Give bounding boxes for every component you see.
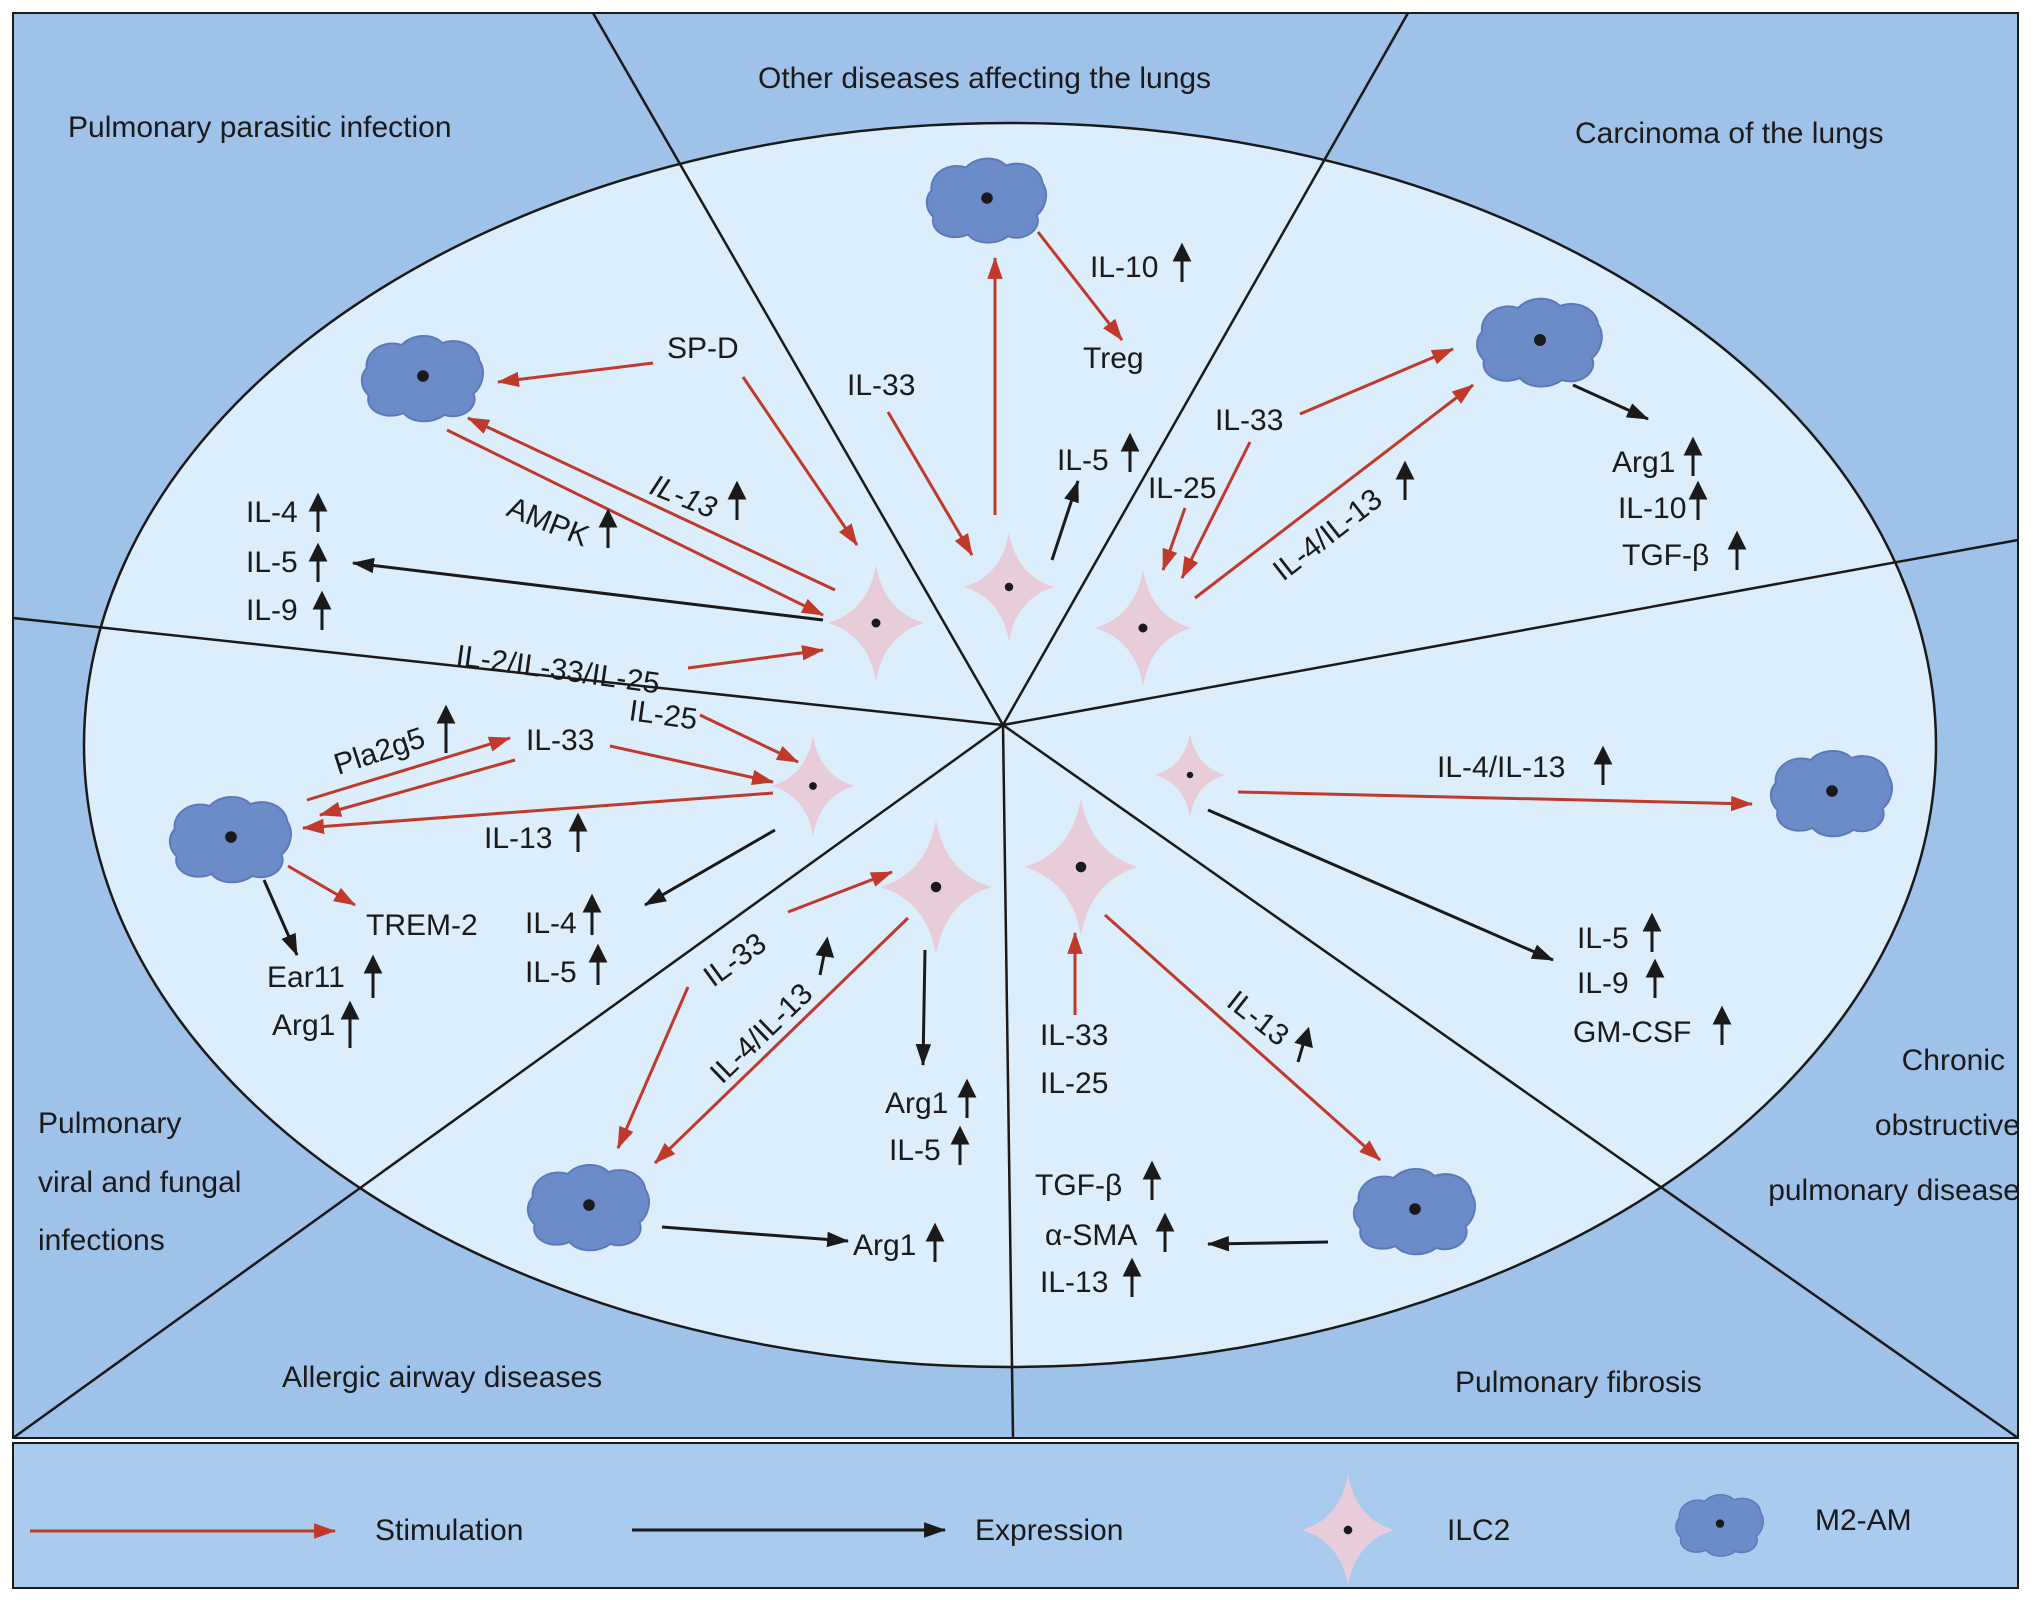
label-il13-viral: IL-13 [484, 822, 552, 855]
label-il4-il13-copd: IL-4/IL-13 [1437, 751, 1565, 784]
label-asma-fibrosis: α-SMA [1045, 1219, 1137, 1252]
label-il25-fibrosis: IL-25 [1040, 1067, 1108, 1100]
label-ear11: Ear11 [267, 961, 345, 994]
up-arrow-icon [568, 812, 588, 852]
m2am-cell-other [925, 157, 1048, 244]
m2am-cell-viral [168, 795, 293, 884]
legend-ilc2-label: ILC2 [1447, 1514, 1510, 1547]
label-il33-other: IL-33 [847, 369, 915, 402]
section-title-parasitic: Pulmonary parasitic infection [68, 111, 452, 144]
up-arrow-icon [1712, 1005, 1732, 1045]
up-arrow-icon [815, 936, 835, 976]
label-il33-viral: IL-33 [526, 724, 594, 757]
label-gmcsf-copd: GM-CSF [1573, 1016, 1691, 1049]
up-arrow-icon [1172, 242, 1192, 282]
section-title-carcinoma: Carcinoma of the lungs [1575, 117, 1884, 150]
label-tgfb-fibrosis: TGF-β [1035, 1169, 1122, 1202]
up-arrow-icon [1155, 1212, 1175, 1252]
label-il10-carcinoma: IL-10 [1618, 492, 1686, 525]
up-arrow-icon [340, 1000, 360, 1048]
label-treg: Treg [1083, 342, 1144, 375]
up-arrow-icon [1727, 530, 1747, 570]
increase-indicators [308, 242, 1747, 1297]
label-arg1-carcinoma: Arg1 [1612, 446, 1675, 479]
up-arrow-icon [312, 590, 332, 630]
sector-dividers [12, 12, 2019, 1440]
up-arrow-icon [957, 1078, 977, 1118]
label-sp-d: SP-D [667, 332, 739, 365]
section-title-fibrosis: Pulmonary fibrosis [1455, 1366, 1702, 1399]
section-title-copd-line2: obstructive [1875, 1109, 2020, 1142]
section-title-viral-line1: Pulmonary [38, 1107, 181, 1140]
legend-stimulation-label: Stimulation [375, 1514, 523, 1547]
label-il4-parasitic: IL-4 [246, 496, 298, 529]
m2am-cell-fibrosis [1352, 1167, 1477, 1256]
up-arrow-icon [308, 542, 328, 582]
up-arrow-icon [1688, 480, 1708, 520]
up-arrow-icon [1120, 432, 1140, 472]
section-title-other: Other diseases affecting the lungs [758, 62, 1211, 95]
label-il33-carcinoma: IL-33 [1215, 404, 1283, 437]
up-arrow-icon [1142, 1160, 1162, 1200]
up-arrow-icon [1683, 436, 1703, 476]
label-il5-allergic: IL-5 [889, 1134, 941, 1167]
up-arrow-icon [1642, 912, 1662, 952]
label-il5-copd: IL-5 [1577, 922, 1629, 955]
up-arrow-icon [727, 480, 747, 520]
label-il4-viral: IL-4 [525, 907, 577, 940]
label-il25-carcinoma: IL-25 [1148, 472, 1216, 505]
up-arrow-icon [1122, 1257, 1142, 1297]
up-arrow-icon [582, 893, 602, 935]
label-tgfb-carcinoma: TGF-β [1622, 539, 1709, 572]
label-arg1-allergic-b: Arg1 [853, 1229, 916, 1262]
label-il33-fibrosis: IL-33 [1040, 1019, 1108, 1052]
label-il9-copd: IL-9 [1577, 967, 1629, 1000]
label-il5-parasitic: IL-5 [246, 546, 298, 579]
up-arrow-icon [308, 492, 328, 532]
section-title-viral-line3: infections [38, 1224, 165, 1257]
label-arg1-allergic-a: Arg1 [885, 1087, 948, 1120]
section-title-allergic: Allergic airway diseases [282, 1361, 602, 1394]
label-il9-parasitic: IL-9 [246, 594, 298, 627]
label-il5-viral: IL-5 [525, 956, 577, 989]
section-title-copd-line1: Chronic [1902, 1044, 2005, 1077]
up-arrow-icon [598, 508, 618, 548]
m2am-cell-carcinoma [1475, 297, 1603, 388]
up-arrow-icon [1645, 958, 1665, 998]
stimulation-arrows [30, 231, 1754, 1539]
up-arrow-icon [925, 1222, 945, 1262]
label-trem2: TREM-2 [366, 909, 478, 942]
up-arrow-icon [363, 954, 383, 998]
label-il13-fibrosis-b: IL-13 [1040, 1266, 1108, 1299]
up-arrow-icon [588, 943, 608, 985]
label-arg1-viral: Arg1 [272, 1009, 335, 1042]
label-il10-other: IL-10 [1090, 251, 1158, 284]
legend-expression-label: Expression [975, 1514, 1123, 1547]
section-title-viral-line2: viral and fungal [38, 1166, 241, 1199]
up-arrow-icon [436, 704, 456, 753]
up-arrow-icon [1395, 460, 1415, 500]
expression-arrows [262, 383, 1650, 1538]
m2am-cell-parasitic [360, 334, 485, 423]
label-il5-other: IL-5 [1057, 444, 1109, 477]
up-arrow-icon [1593, 745, 1613, 785]
up-arrow-icon [950, 1125, 970, 1165]
m2am-cell-copd [1769, 749, 1894, 838]
legend-m2am-icon [1675, 1493, 1765, 1558]
legend-m2am-label: M2-AM [1815, 1504, 1912, 1537]
up-arrow-icon [1294, 1026, 1313, 1063]
section-title-copd-line3: pulmonary disease [1768, 1174, 2020, 1207]
m2am-cell-allergic [526, 1163, 651, 1252]
